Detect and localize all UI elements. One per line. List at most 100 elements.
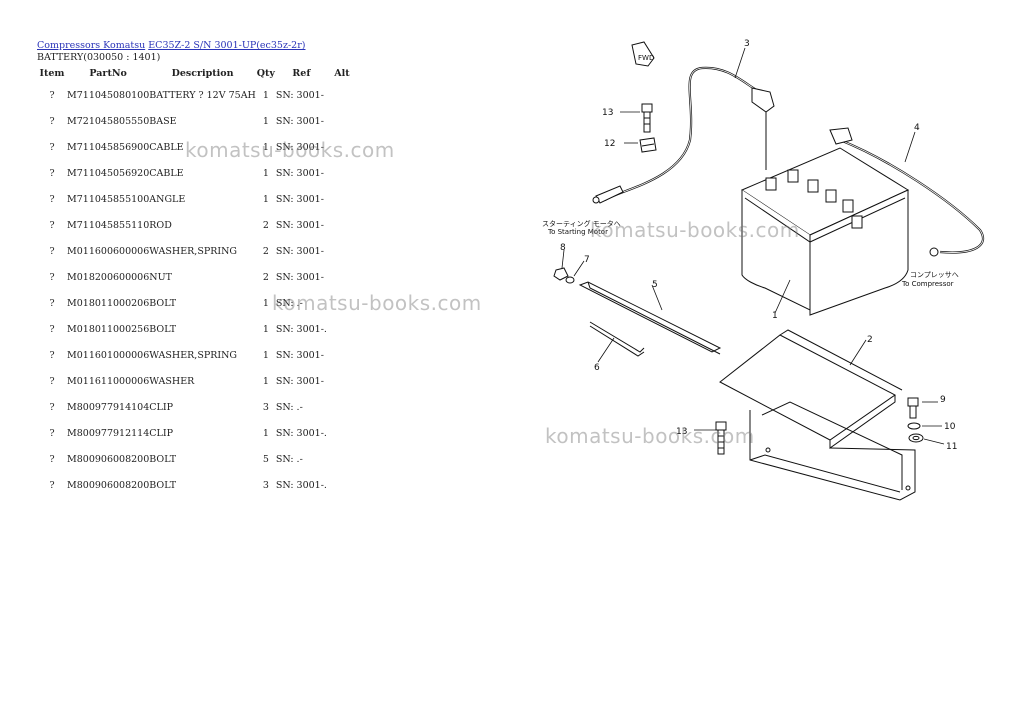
callout-1: 1	[772, 311, 778, 321]
callout-13-bottom: 13	[676, 427, 687, 437]
battery-parts-diagram: FWD	[542, 39, 985, 501]
cell-description: WASHER,SPRING	[149, 350, 238, 361]
cell-item: ?	[49, 350, 55, 361]
cell-ref: SN: 3001-	[275, 272, 324, 283]
bolt-13-top	[641, 103, 653, 133]
cell-alt	[327, 266, 357, 292]
cell-partno: M800906008200	[67, 480, 150, 491]
spring-washer-10	[907, 422, 921, 430]
cell-partno: M711045080100	[67, 90, 150, 101]
cell-item: ?	[49, 376, 55, 387]
breadcrumb-link-category[interactable]: Compressors Komatsu	[37, 40, 146, 51]
cell-qty: 1	[262, 376, 269, 387]
header-qty: Qty	[256, 67, 275, 79]
cell-ref: SN: 3001-	[275, 376, 324, 387]
washer-7	[565, 276, 575, 284]
caption-compressor: To Compressor	[901, 280, 954, 288]
breadcrumb-link-model[interactable]: EC35Z-2 S/N 3001-UP(ec35z-2r)	[148, 40, 306, 51]
washer-11	[908, 433, 924, 443]
cell-alt	[327, 474, 357, 494]
rod-6	[589, 321, 645, 357]
parts-table: Item PartNo Description Qty Ref Alt ? M71…	[37, 66, 357, 494]
cell-description: BATTERY ? 12V 75AH	[149, 90, 256, 101]
callout-9: 9	[940, 395, 946, 405]
cell-qty: 2	[262, 220, 269, 231]
cell-alt	[327, 188, 357, 214]
cell-alt	[327, 422, 357, 448]
cell-ref: SN: .-	[275, 454, 303, 465]
header-ref: Ref	[292, 67, 311, 79]
cell-ref: SN: 3001-	[275, 194, 324, 205]
cell-alt	[327, 84, 357, 110]
cell-item: ?	[49, 402, 55, 413]
cell-partno: M011611000006	[67, 376, 150, 387]
cell-description: WASHER	[149, 376, 195, 387]
cell-partno: M011601000006	[67, 350, 150, 361]
cell-partno: M711045855110	[67, 220, 150, 231]
cell-item: ?	[49, 90, 55, 101]
caption-starting: To Starting Motor	[547, 228, 608, 236]
cell-description: CABLE	[149, 142, 184, 153]
callout-13-top: 13	[602, 108, 613, 118]
callout-7: 7	[584, 255, 590, 265]
cell-item: ?	[49, 246, 55, 257]
cell-item: ?	[49, 142, 55, 153]
cell-qty: 1	[262, 194, 269, 205]
table-header-row: Item PartNo Description Qty Ref Alt	[37, 66, 357, 84]
callout-6: 6	[594, 363, 600, 373]
nut-8	[553, 267, 569, 281]
callout-5: 5	[652, 280, 658, 290]
header-partno: PartNo	[89, 67, 127, 79]
cell-ref: SN: 3001-	[275, 168, 324, 179]
cell-partno: M711045856900	[67, 142, 150, 153]
base-2	[719, 329, 916, 501]
cell-item: ?	[49, 428, 55, 439]
cable-3	[592, 66, 775, 204]
cell-ref: SN: 3001-.	[275, 324, 327, 335]
cell-partno: M711045855100	[67, 194, 150, 205]
cell-ref: SN: 3001-.	[275, 480, 327, 491]
callout-12: 12	[604, 139, 615, 149]
cell-alt	[327, 448, 357, 474]
caption-starting-jp: スターティング モータへ	[542, 219, 621, 228]
fwd-arrow-icon: FWD	[631, 41, 655, 67]
cell-ref: SN: 3001-	[275, 116, 324, 127]
cell-description: NUT	[149, 272, 172, 283]
cell-description: BOLT	[149, 454, 177, 465]
cell-ref: SN: 3001-	[275, 350, 324, 361]
cable-4	[829, 127, 985, 257]
cell-alt	[327, 240, 357, 266]
header-description: Description	[171, 67, 234, 79]
cell-ref: SN: 3001-.	[275, 428, 327, 439]
cell-alt	[327, 162, 357, 188]
cell-description: BOLT	[149, 324, 177, 335]
cell-description: CLIP	[149, 402, 173, 413]
cell-description: BOLT	[149, 480, 177, 491]
cell-qty: 1	[262, 90, 269, 101]
cell-partno: M800977912114	[67, 428, 150, 439]
cell-partno: M018011000206	[67, 298, 150, 309]
cell-partno: M800977914104	[67, 402, 150, 413]
fwd-label: FWD	[638, 54, 654, 62]
cell-alt	[327, 396, 357, 422]
watermark: komatsu-books.com	[590, 218, 800, 242]
cell-description: ANGLE	[149, 194, 186, 205]
cell-ref: SN: 3001-	[275, 90, 324, 101]
cell-item: ?	[49, 194, 55, 205]
cell-qty: 1	[262, 324, 269, 335]
cell-description: WASHER,SPRING	[149, 246, 238, 257]
leader-lines	[561, 47, 945, 445]
cell-description: ROD	[149, 220, 172, 231]
cell-alt	[327, 214, 357, 240]
cell-ref: SN: 3001-	[275, 246, 324, 257]
callout-3: 3	[744, 39, 750, 49]
cell-qty: 1	[262, 350, 269, 361]
